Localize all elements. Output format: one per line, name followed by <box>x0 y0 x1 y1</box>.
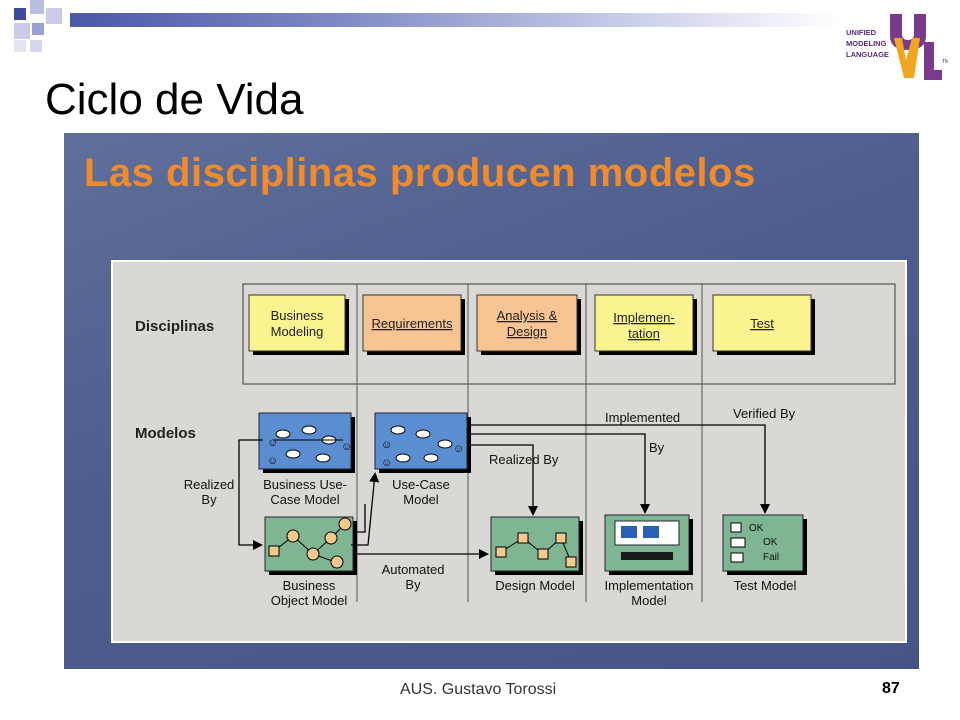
arrow-label: Automated <box>382 562 445 577</box>
test-ok-label: OK <box>763 537 778 548</box>
uml-logo-icon: UNIFIED MODELING LANGUAGE TM <box>842 8 948 90</box>
arrow-realized-by <box>471 444 538 516</box>
implementation-model-icon <box>604 514 693 575</box>
arrow-to-use-case <box>351 472 380 546</box>
discipline-label: Requirements <box>372 316 453 331</box>
svg-text:☺: ☺ <box>453 443 464 455</box>
corner-square-4 <box>14 23 30 39</box>
model-label: Business Use- <box>263 477 347 492</box>
discipline-requirements: Requirements <box>362 294 465 355</box>
corner-square-3 <box>46 8 62 24</box>
svg-text:☺: ☺ <box>381 457 392 469</box>
arrow-label: Verified By <box>733 406 796 421</box>
discipline-analysis-design: Analysis & Design <box>476 294 581 355</box>
diagram-panel: Disciplinas Modelos Business Modeling Re… <box>111 260 907 643</box>
model-label: Business <box>283 578 336 593</box>
discipline-test: Test <box>712 294 815 355</box>
use-case-model-icon: ☺ ☺ ☺ <box>374 412 471 473</box>
corner-square-1 <box>14 8 26 20</box>
arrow-label: Realized By <box>489 452 559 467</box>
arrow-label: Implemented <box>605 410 680 425</box>
model-label: Use-Case <box>392 477 450 492</box>
business-object-model-icon <box>264 516 357 575</box>
model-label: Model <box>631 593 667 608</box>
design-model-icon <box>490 516 583 575</box>
model-label: Test Model <box>734 578 797 593</box>
test-ok-label: OK <box>749 523 764 534</box>
row-label-disciplines: Disciplinas <box>135 318 214 335</box>
business-use-case-model-icon: ☺ ☺ ☺ <box>258 412 355 473</box>
arrow-verified-by <box>471 424 770 514</box>
model-label: Design Model <box>495 578 575 593</box>
model-label: Object Model <box>271 593 348 608</box>
model-label: Case Model <box>270 492 339 507</box>
page-number: 87 <box>882 680 900 697</box>
model-label: Implementation <box>605 578 694 593</box>
discipline-label: Test <box>750 316 774 331</box>
svg-text:☺: ☺ <box>381 439 392 451</box>
logo-line3: LANGUAGE <box>846 50 889 59</box>
discipline-label: Design <box>507 324 547 339</box>
logo-tm: TM <box>942 59 948 65</box>
discipline-label: tation <box>628 326 660 341</box>
arrow-implemented-by <box>471 433 650 514</box>
corner-square-6 <box>30 40 42 52</box>
arrow-label: Realized <box>184 477 235 492</box>
arrow-realized-by-left <box>238 439 263 550</box>
svg-text:☺: ☺ <box>267 437 278 449</box>
arrow-label: By <box>201 492 217 507</box>
discipline-label: Business <box>271 308 324 323</box>
corner-square-2 <box>30 0 44 14</box>
title-bar-gradient <box>70 13 840 27</box>
test-fail-label: Fail <box>763 552 779 563</box>
svg-text:☺: ☺ <box>341 441 352 453</box>
arrow-business-object-link <box>353 504 366 533</box>
logo-line1: UNIFIED <box>846 28 877 37</box>
discipline-label: Modeling <box>271 324 324 339</box>
slide-title: Ciclo de Vida <box>45 75 304 124</box>
embedded-heading: Las disciplinas producen modelos <box>84 151 756 195</box>
lifecycle-diagram: Disciplinas Modelos Business Modeling Re… <box>135 283 896 608</box>
discipline-business-modeling: Business Modeling <box>248 294 349 355</box>
corner-square-5 <box>32 23 44 35</box>
corner-square-7 <box>14 40 26 52</box>
discipline-implementation: Implemen- tation <box>594 294 697 355</box>
test-model-icon: OK OK Fail <box>722 514 807 575</box>
svg-text:☺: ☺ <box>267 455 278 467</box>
arrow-label: By <box>405 577 421 592</box>
logo-line2: MODELING <box>846 39 887 48</box>
embedded-slide-image: Las disciplinas producen modelos Discipl… <box>64 133 919 669</box>
model-label: Model <box>403 492 439 507</box>
arrow-label: By <box>649 440 665 455</box>
discipline-label: Implemen- <box>613 310 674 325</box>
row-label-models: Modelos <box>135 425 196 442</box>
discipline-label: Analysis & <box>497 308 558 323</box>
slide-footer: AUS. Gustavo Torossi <box>400 681 557 698</box>
